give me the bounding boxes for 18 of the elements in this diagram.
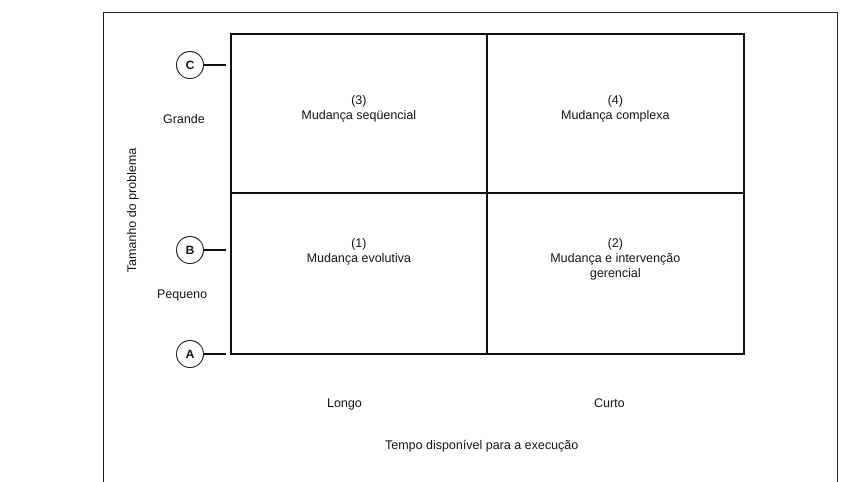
- axis-label: Longo: [327, 396, 362, 410]
- axis-title: Tamanho do problema: [125, 148, 139, 272]
- point-circle: B: [176, 236, 204, 264]
- axis-title: Tempo disponível para a execução: [385, 438, 578, 452]
- quadrant-number: (2): [608, 236, 623, 251]
- quadrant-label: Mudança evolutiva: [306, 251, 411, 266]
- quadrant-label: Mudança e intervenção gerencial: [549, 251, 682, 281]
- quadrant-label: Mudança seqüencial: [301, 108, 416, 123]
- quadrant-number: (1): [351, 236, 366, 251]
- axis-label: Pequeno: [157, 287, 208, 301]
- quadrant-number: (3): [351, 93, 366, 108]
- quadrant-label: Mudança complexa: [561, 108, 670, 123]
- point-circle: A: [176, 340, 204, 368]
- axis-label: Curto: [594, 396, 625, 410]
- axis-label: Grande: [163, 112, 205, 126]
- quadrant-number: (4): [608, 93, 623, 108]
- quadrant-cell: [232, 35, 488, 194]
- point-circle: C: [176, 51, 204, 79]
